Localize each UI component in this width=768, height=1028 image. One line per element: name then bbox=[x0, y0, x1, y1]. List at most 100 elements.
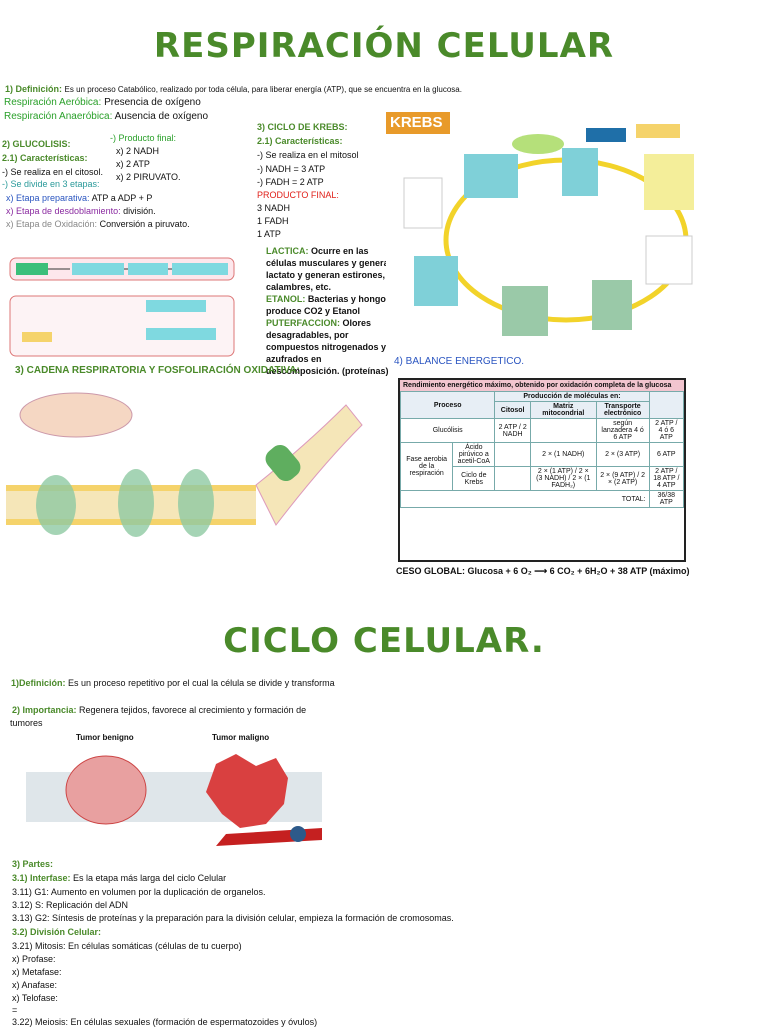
cell-proceso: Ácido pirúvico a acetil-CoA bbox=[452, 442, 496, 467]
krebs-diagram-header: KREBS bbox=[386, 112, 450, 134]
page-title-ciclo: CICLO CELULAR. bbox=[223, 621, 545, 661]
col-matriz: Matriz mitocondrial bbox=[529, 401, 597, 419]
etapa2-label: x) Etapa de desdoblamiento: bbox=[6, 206, 121, 216]
interfase-label: 3.1) Interfase: bbox=[12, 873, 71, 883]
cell-proceso: Ciclo de Krebs bbox=[452, 466, 496, 491]
table-row: Ciclo de Krebs 2 × (1 ATP) / 2 × (3 NADH… bbox=[401, 466, 685, 491]
definicion-label: 1) Definición: bbox=[5, 84, 63, 94]
etapa3-label: x) Etapa de Oxidación: bbox=[6, 219, 98, 229]
anaerobica-label: Respiración Anaeróbica: bbox=[4, 111, 113, 122]
etanol-text: Bacterias y hongos, produce CO2 y Etanol bbox=[266, 294, 394, 316]
division-label: 3.2) División Celular: bbox=[12, 927, 102, 937]
anafase-line: x) Anafase: bbox=[12, 980, 58, 990]
tumor-benigno-label: Tumor benigno bbox=[76, 733, 134, 742]
ciclo-definicion: 1)Definición: Es un proceso repetitivo p… bbox=[11, 677, 335, 689]
cell-citosol bbox=[494, 466, 531, 491]
glucolisis-pathway-svg bbox=[9, 257, 235, 357]
definicion-text: Es un proceso Catabólico, realizado por … bbox=[64, 85, 462, 94]
tumor-svg bbox=[26, 754, 322, 846]
cell-citosol bbox=[494, 442, 531, 467]
col-produccion: Producción de moléculas en: bbox=[494, 391, 650, 402]
cell-total-value: 36/38 ATP bbox=[648, 490, 685, 508]
cell-total: 6 ATP bbox=[648, 442, 685, 467]
producto-final-2: x) 2 ATP bbox=[116, 159, 150, 169]
cell-transporte: según lanzadera 4 ó 6 ATP bbox=[595, 418, 650, 443]
krebs-line2: -) NADH = 3 ATP bbox=[257, 164, 326, 174]
metafase-line: x) Metafase: bbox=[12, 967, 62, 977]
anaerobica-text: Ausencia de oxígeno bbox=[114, 111, 209, 122]
etapa3: x) Etapa de Oxidación: Conversión a piru… bbox=[6, 218, 190, 230]
etapa3-text: Conversión a piruvato. bbox=[99, 219, 190, 229]
cell-citosol: 2 ATP / 2 NADH bbox=[494, 418, 531, 443]
balance-table: Proceso Producción de moléculas en: Cito… bbox=[399, 391, 685, 508]
cadena-respiratoria-diagram bbox=[6, 385, 366, 585]
krebs-subtitle: 2.1) Características: bbox=[257, 136, 343, 146]
cadena-svg bbox=[6, 392, 363, 537]
cell-matriz: 2 × (1 ATP) / 2 × (3 NADH) / 2 × (1 FADH… bbox=[529, 466, 597, 491]
glucolisis-line1: -) Se realiza en el citosol. bbox=[2, 167, 104, 177]
cell-total: 2 ATP / 4 ó 6 ATP bbox=[648, 418, 685, 443]
aerobica-label: Respiración Aeróbica: bbox=[4, 97, 102, 108]
lactica-label: LACTICA: bbox=[266, 246, 309, 256]
glucolisis-diagram bbox=[8, 250, 236, 360]
producto-final-3: x) 2 PIRUVATO. bbox=[116, 172, 181, 182]
mitosis-line: 3.21) Mitosis: En células somáticas (cél… bbox=[12, 941, 242, 951]
lactica: LACTICA: Ocurre en las células musculare… bbox=[266, 245, 396, 293]
producto-final-1: x) 2 NADH bbox=[116, 146, 160, 156]
etapa2-text: división. bbox=[123, 206, 156, 216]
definicion-line: 1) Definición: Es un proceso Catabólico,… bbox=[5, 83, 462, 96]
glucolisis-line2: -) Se divide en 3 etapas: bbox=[2, 179, 100, 189]
col-total bbox=[648, 391, 685, 419]
table-row: TOTAL: 36/38 ATP bbox=[400, 490, 685, 508]
ciclo-importancia: 2) Importancia: Regenera tejidos, favore… bbox=[12, 704, 306, 716]
etapa2: x) Etapa de desdoblamiento: división. bbox=[6, 205, 156, 217]
telofase-line: x) Telofase: bbox=[12, 993, 58, 1003]
table-row: Fase aerobia de la respiración Ácido pir… bbox=[399, 442, 685, 491]
krebs-cycle-svg bbox=[403, 124, 694, 336]
eq-line: = bbox=[12, 1005, 18, 1015]
importancia-text2: tumores bbox=[10, 718, 43, 728]
cadena-title: 3) CADENA RESPIRATORIA Y FOSFOLIRACIÓN O… bbox=[15, 365, 300, 376]
putrefaccion-text: Olores desagradables, por compuestos nit… bbox=[266, 318, 389, 376]
s-line: 3.12) S: Replicación del ADN bbox=[12, 900, 129, 910]
cell-transporte: 2 × (3 ATP) bbox=[595, 442, 650, 467]
page-title-respiracion: RESPIRACIÓN CELULAR bbox=[153, 26, 615, 66]
cell-matriz bbox=[529, 418, 597, 443]
lactica-text: Ocurre en las células musculares y gener… bbox=[266, 246, 395, 292]
col-transporte: Transporte electrónico bbox=[595, 401, 650, 419]
fermentacion-block: LACTICA: Ocurre en las células musculare… bbox=[266, 245, 396, 377]
krebs-producto-2: 1 FADH bbox=[257, 216, 289, 226]
putrefaccion: PUTERFACCION: Olores desagradables, por … bbox=[266, 317, 396, 377]
cell-transporte: 2 × (9 ATP) / 2 × (2 ATP) bbox=[595, 466, 650, 491]
g2-line: 3.13) G2: Síntesis de proteínas y la pre… bbox=[12, 913, 454, 923]
balance-table-box: Rendimiento energético máximo, obtenido … bbox=[398, 378, 686, 562]
interfase-line: 3.1) Interfase: Es la etapa más larga de… bbox=[12, 872, 226, 884]
ciclo-def-text: Es un proceso repetitivo por el cual la … bbox=[68, 678, 335, 688]
cell-proceso: Glucólisis bbox=[399, 418, 496, 443]
producto-final-label: -) Producto final: bbox=[110, 133, 177, 143]
ciclo-def-label: 1)Definición: bbox=[11, 678, 66, 688]
cell-group: Fase aerobia de la respiración bbox=[399, 442, 454, 491]
partes-label: 3) Partes: bbox=[12, 859, 54, 869]
putrefaccion-label: PUTERFACCION: bbox=[266, 318, 340, 328]
etanol-label: ETANOL: bbox=[266, 294, 306, 304]
krebs-diagram: KREBS bbox=[386, 110, 742, 346]
krebs-producto-3: 1 ATP bbox=[257, 229, 281, 239]
krebs-producto-label: PRODUCTO FINAL: bbox=[257, 190, 339, 200]
cell-matriz: 2 × (1 NADH) bbox=[529, 442, 597, 467]
glucolisis-subtitle: 2.1) Características: bbox=[2, 153, 88, 163]
importancia-label: 2) Importancia: bbox=[12, 705, 77, 715]
krebs-line3: -) FADH = 2 ATP bbox=[257, 177, 324, 187]
proceso-global: CESO GLOBAL: Glucosa + 6 O₂ ⟶ 6 CO₂ + 6H… bbox=[396, 566, 690, 576]
importancia-text: Regenera tejidos, favorece al crecimient… bbox=[79, 705, 307, 715]
etapa1-text: ATP a ADP + P bbox=[91, 193, 153, 203]
etapa1: x) Etapa preparativa: ATP a ADP + P bbox=[6, 192, 152, 204]
aerobica-line: Respiración Aeróbica: Presencia de oxíge… bbox=[4, 96, 201, 109]
profase-line: x) Profase: bbox=[12, 954, 56, 964]
interfase-text: Es la etapa más larga del ciclo Celular bbox=[73, 873, 227, 883]
glucolisis-title: 2) GLUCOLISIS: bbox=[2, 139, 71, 149]
g1-line: 3.11) G1: Aumento en volumen por la dupl… bbox=[12, 887, 266, 897]
balance-caption: Rendimiento energético máximo, obtenido … bbox=[400, 380, 684, 391]
col-proceso: Proceso bbox=[399, 391, 496, 419]
tumor-diagram bbox=[26, 744, 322, 850]
